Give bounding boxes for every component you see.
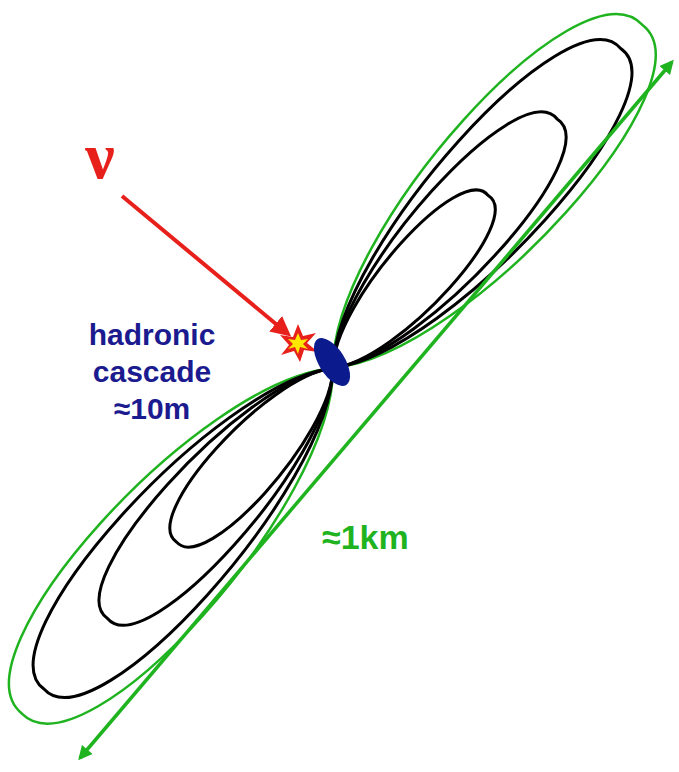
cascade-ellipse: [307, 332, 358, 392]
neutrino-arrow: [122, 196, 288, 334]
cascade-label: hadronic cascade: [62, 316, 242, 390]
length-dimension: ≈1km: [318, 516, 413, 558]
interaction-burst-core: [288, 333, 308, 354]
cascade-size: ≈10m: [62, 390, 242, 427]
neutrino-symbol: ν: [50, 118, 150, 194]
interaction-burst: [280, 324, 318, 362]
